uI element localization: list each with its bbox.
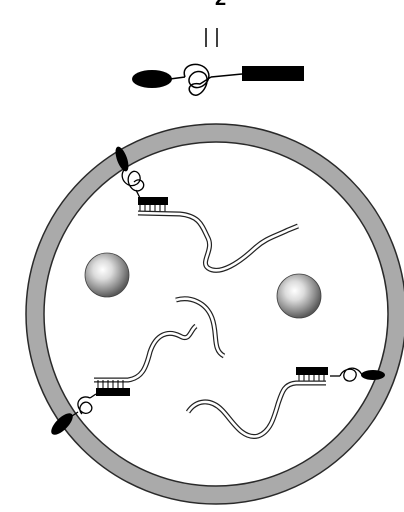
- bar-block: [242, 66, 304, 81]
- anchor-head-icon: [361, 370, 385, 380]
- equals-sign: [206, 28, 217, 47]
- sphere-left: [85, 253, 129, 297]
- free-molecule: [132, 64, 304, 95]
- sphere-right: [277, 274, 321, 318]
- cell-interior: [44, 142, 388, 486]
- top-label: 2: [215, 0, 226, 10]
- bar-block: [96, 388, 130, 396]
- bar-block: [296, 367, 328, 375]
- anchor-head-icon: [132, 70, 172, 88]
- coil-icon: [184, 64, 211, 95]
- bar-block: [138, 197, 168, 205]
